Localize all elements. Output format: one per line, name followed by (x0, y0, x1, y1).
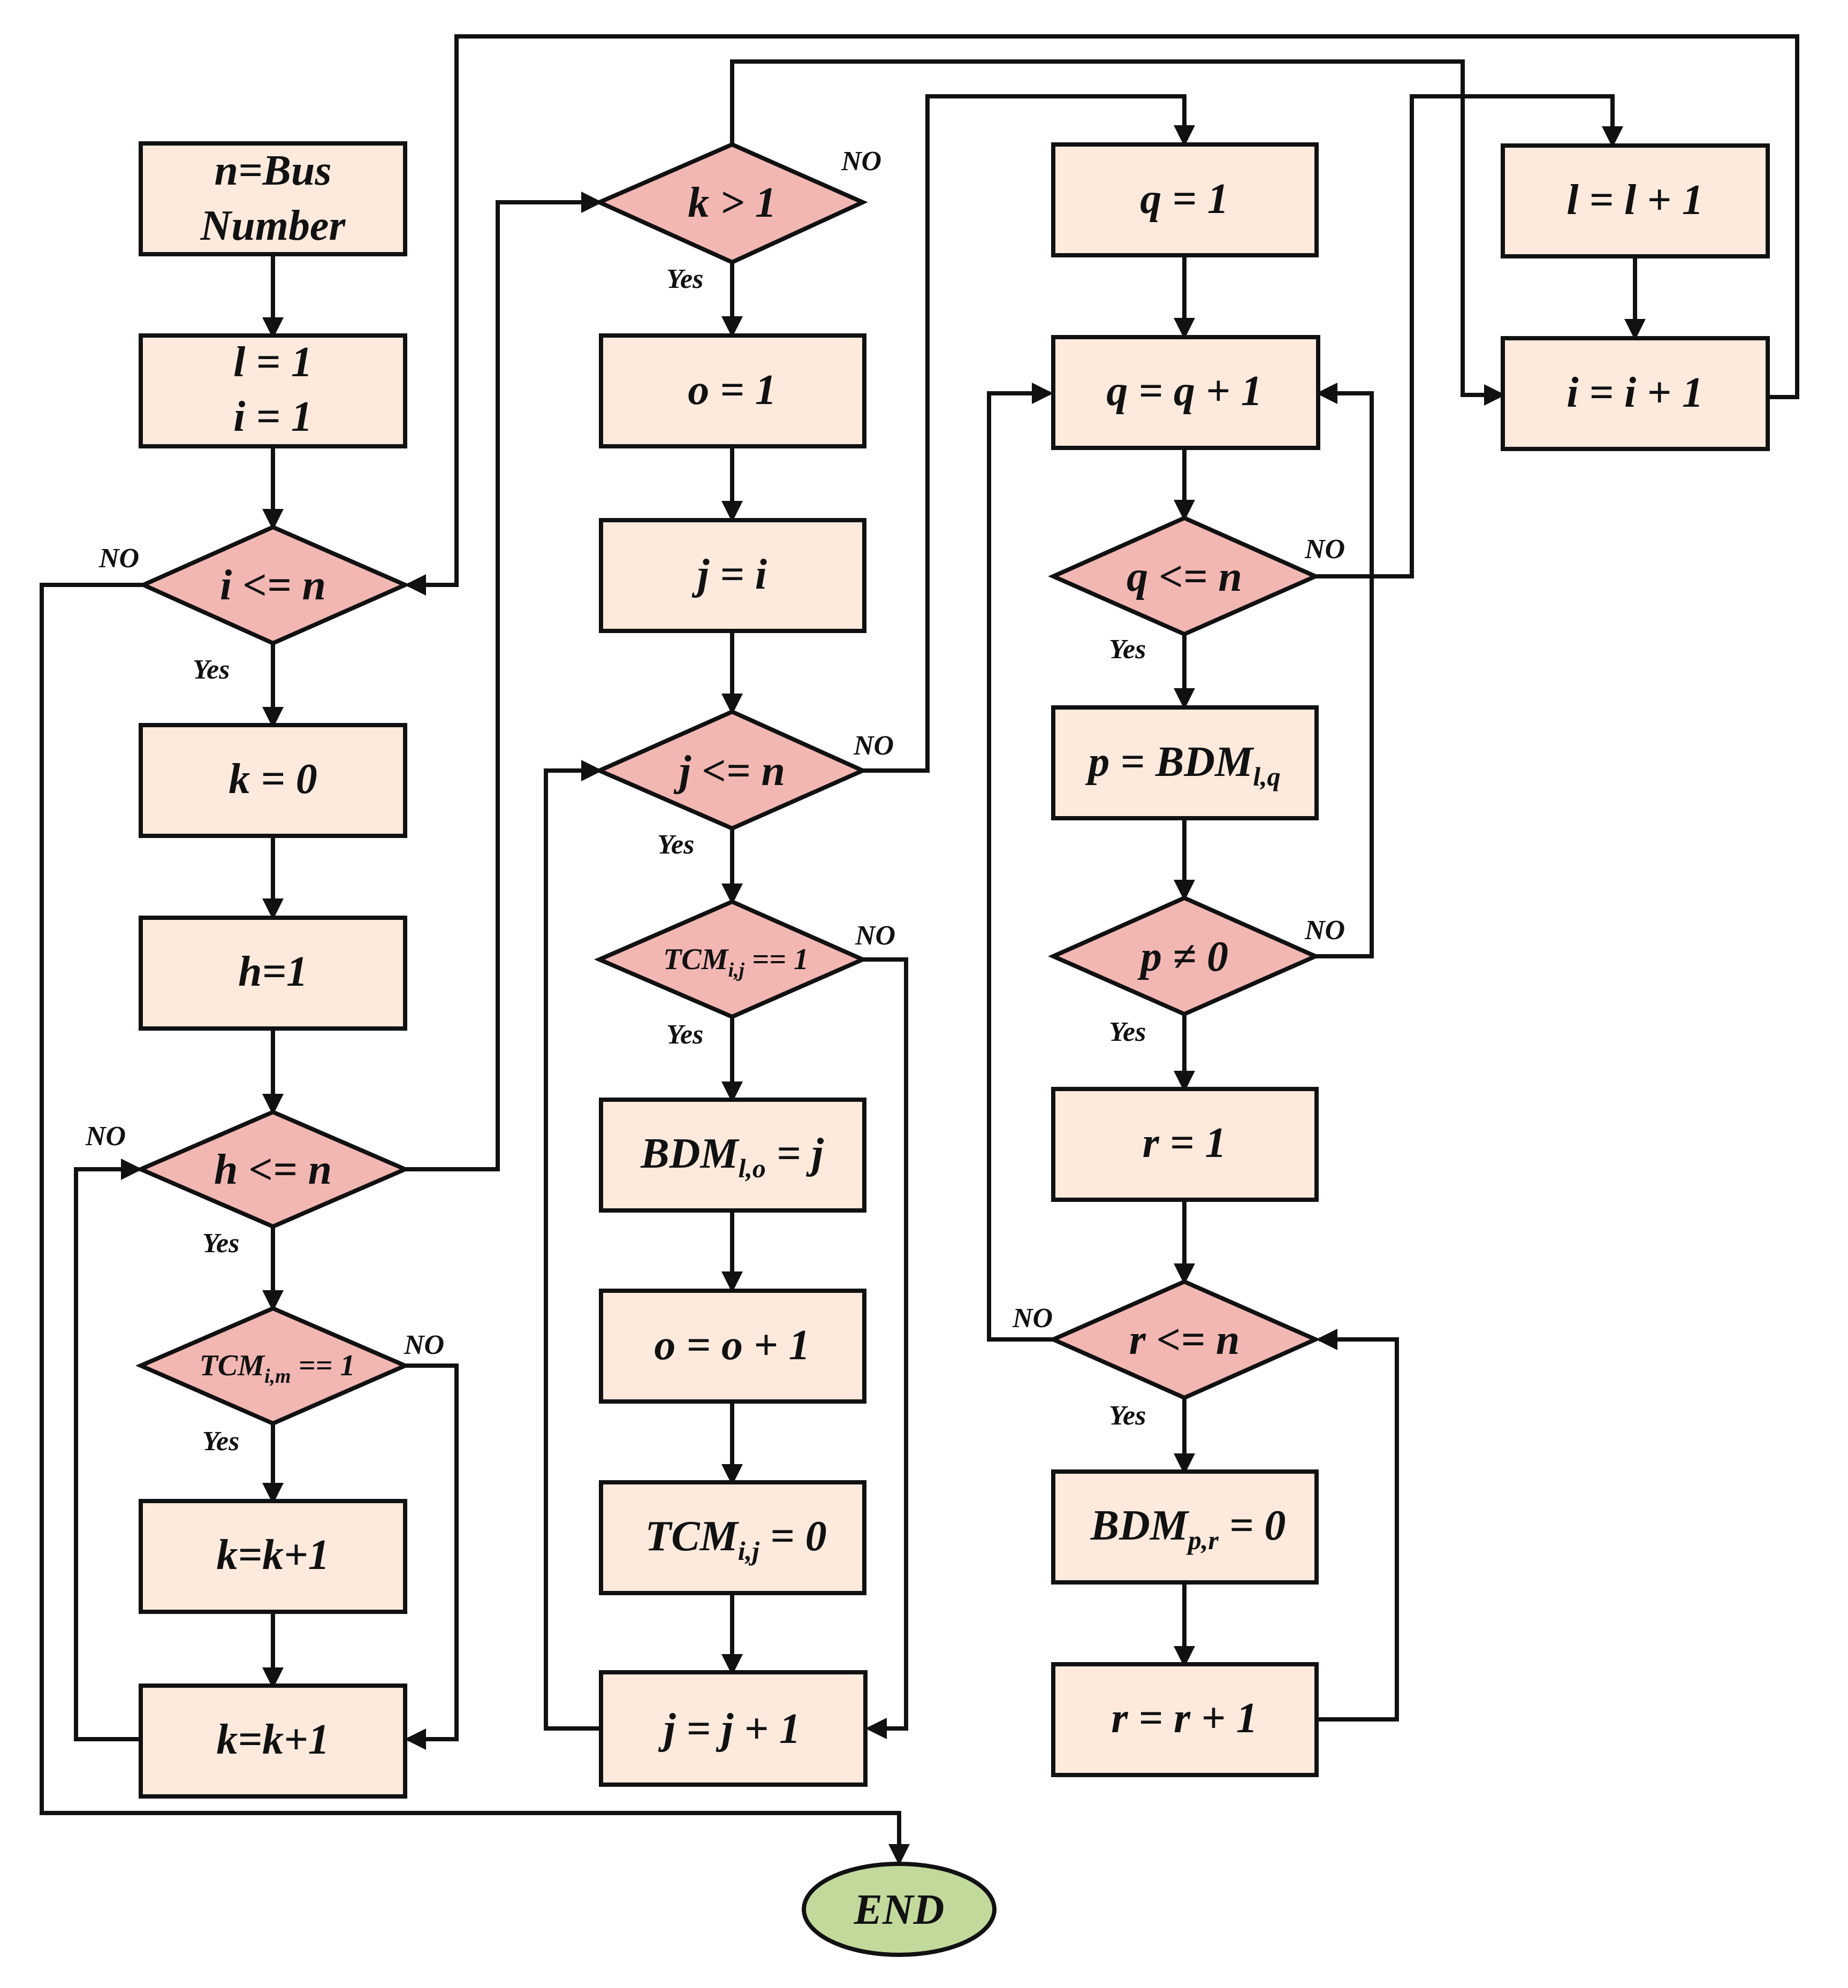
connectors (40, 34, 1799, 1865)
node-l-inc-text: l = l + 1 (1566, 177, 1703, 224)
node-r1-text: r = 1 (1143, 1119, 1227, 1167)
label-yes-dec-q: Yes (1109, 634, 1146, 665)
node-bdm-lo-text: BDMl,o = j (640, 1130, 824, 1183)
node-h-equals-1: h=1 (139, 916, 407, 1031)
node-k-inc-b-text: k=k+1 (216, 1716, 329, 1763)
node-bdm-pr-text: BDMp,r = 0 (1090, 1502, 1286, 1555)
node-init-line1: l = 1 (233, 339, 313, 386)
node-i-increment: i = i + 1 (1501, 336, 1770, 451)
arrow-dec-h-no-to-dec-k (405, 192, 603, 1171)
node-bdm-lo-eq-j: BDMl,o = j (599, 1098, 866, 1213)
arrow-r-inc-loop-to-dec-r (1315, 1329, 1399, 1722)
node-init-l-i: l = 1 i = 1 (139, 333, 407, 448)
decision-p-ne-0: p ≠ 0 (1048, 895, 1321, 1017)
arrow-dec-i-no-to-end (40, 583, 910, 1865)
node-k-increment-b: k=k+1 (139, 1684, 407, 1799)
label-no-dec-h: NO (85, 1121, 126, 1152)
node-k0-text: k = 0 (229, 756, 317, 803)
node-r-inc-text: r = r + 1 (1111, 1695, 1257, 1742)
node-k-inc-a-text: k=k+1 (216, 1532, 329, 1579)
node-j-increment: j = j + 1 (599, 1670, 868, 1787)
label-no-dec-tcm-ij: NO (855, 920, 895, 951)
arrow-dec-j-no-to-q1 (863, 94, 1195, 773)
node-tcm-ij-eq-0: TCMi,j = 0 (599, 1480, 866, 1595)
arrow-dec-r-no-to-q-inc (987, 383, 1053, 1342)
node-init-line2: i = 1 (233, 393, 313, 440)
label-yes-dec-r: Yes (1109, 1400, 1146, 1431)
node-tcm-ij-0-text: TCMi,j = 0 (645, 1513, 826, 1566)
label-yes-dec-p: Yes (1109, 1017, 1146, 1047)
label-yes-dec-i: Yes (193, 654, 230, 685)
label-yes-dec-tcm-im: Yes (202, 1426, 239, 1457)
arrow-dec-k-no-to-i-inc (730, 59, 1505, 406)
node-r-equals-1: r = 1 (1051, 1087, 1319, 1202)
label-yes-dec-j: Yes (657, 829, 694, 860)
node-bdm-pr-eq-0: BDMp,r = 0 (1051, 1469, 1319, 1585)
node-p-bdm-text: p = BDMl,q (1085, 738, 1280, 791)
terminal-end-text: END (854, 1886, 945, 1933)
label-yes-dec-k: Yes (666, 264, 703, 294)
node-j-inc-text: j = j + 1 (658, 1705, 801, 1753)
label-no-dec-i: NO (98, 543, 139, 574)
arrow-dec-p-no-to-q-inc (1315, 383, 1374, 958)
node-o-equals-1: o = 1 (599, 333, 866, 448)
node-r-increment: r = r + 1 (1051, 1662, 1319, 1777)
node-k-equals-0: k = 0 (139, 723, 407, 838)
node-k-increment-a: k=k+1 (139, 1499, 407, 1614)
node-q1-text: q = 1 (1140, 176, 1229, 223)
decision-j-le-n: j <= n (594, 709, 868, 831)
arrow-kinc-b-loop-to-dec-h (74, 1159, 142, 1741)
decision-tcm-im-text: TCMi,m == 1 (200, 1349, 355, 1388)
label-no-dec-q: NO (1304, 534, 1345, 565)
label-yes-dec-tcm-ij: Yes (666, 1019, 703, 1050)
decision-tcm-im-eq-1: TCMi,m == 1 (135, 1306, 411, 1426)
node-n-bus-line2: Number (200, 202, 346, 249)
decision-r-le-n: r <= n (1048, 1279, 1321, 1400)
decision-tcm-ij-text: TCMi,j == 1 (663, 943, 809, 981)
decision-q-le-n: q <= n (1048, 515, 1321, 637)
label-no-dec-j: NO (853, 730, 894, 761)
branch-labels: Yes NO Yes NO Yes NO Yes NO Yes NO Yes N… (85, 146, 1345, 1457)
decision-p-ne-0-text: p ≠ 0 (1137, 933, 1228, 980)
node-l-increment: l = l + 1 (1501, 143, 1770, 258)
node-p-eq-bdm-lq: p = BDMl,q (1051, 705, 1319, 820)
node-j-equals-i: j = i (599, 518, 866, 633)
node-o1-text: o = 1 (688, 367, 777, 414)
decision-j-le-n-text: j <= n (673, 748, 785, 795)
decision-q-le-n-text: q <= n (1127, 553, 1242, 600)
arrow-i-inc-loop-to-dec-i (405, 34, 1799, 596)
arrow-j-inc-loop-to-dec-j (544, 760, 603, 1731)
node-q-inc-text: q = q + 1 (1106, 368, 1262, 415)
node-n-bus-number: n=Bus Number (139, 141, 407, 256)
label-no-dec-p: NO (1304, 915, 1345, 946)
node-h1-text: h=1 (238, 948, 308, 995)
arrow-dec-tcm-ij-no (863, 957, 908, 1739)
node-o-inc-text: o = o + 1 (654, 1322, 810, 1369)
decision-h-le-n: h <= n (135, 1109, 411, 1229)
node-j-i-text: j = i (691, 551, 767, 598)
node-q-equals-1: q = 1 (1051, 142, 1319, 257)
decision-k-gt-1: k > 1 (594, 142, 868, 265)
decision-r-le-n-text: r <= n (1129, 1316, 1240, 1364)
decision-h-le-n-text: h <= n (214, 1146, 332, 1193)
node-n-bus-line1: n=Bus (214, 147, 331, 194)
label-yes-dec-h: Yes (202, 1228, 239, 1259)
node-o-increment: o = o + 1 (599, 1289, 866, 1404)
arrow-dec-tcm-im-no (405, 1364, 459, 1750)
arrow-dec-q-no-to-l-inc (1315, 94, 1623, 578)
label-no-dec-r: NO (1012, 1303, 1053, 1334)
label-no-dec-tcm-im: NO (404, 1330, 444, 1360)
node-q-increment: q = q + 1 (1051, 335, 1320, 450)
label-no-dec-k: NO (841, 146, 881, 177)
decision-i-le-n: i <= n (138, 524, 410, 646)
terminal-end: END (802, 1862, 997, 1957)
decision-i-le-n-text: i <= n (220, 562, 326, 609)
decision-tcm-ij-eq-1: TCMi,j == 1 (594, 899, 868, 1019)
node-i-inc-text: i = i + 1 (1566, 369, 1703, 416)
decision-k-gt-1-text: k > 1 (688, 179, 777, 226)
